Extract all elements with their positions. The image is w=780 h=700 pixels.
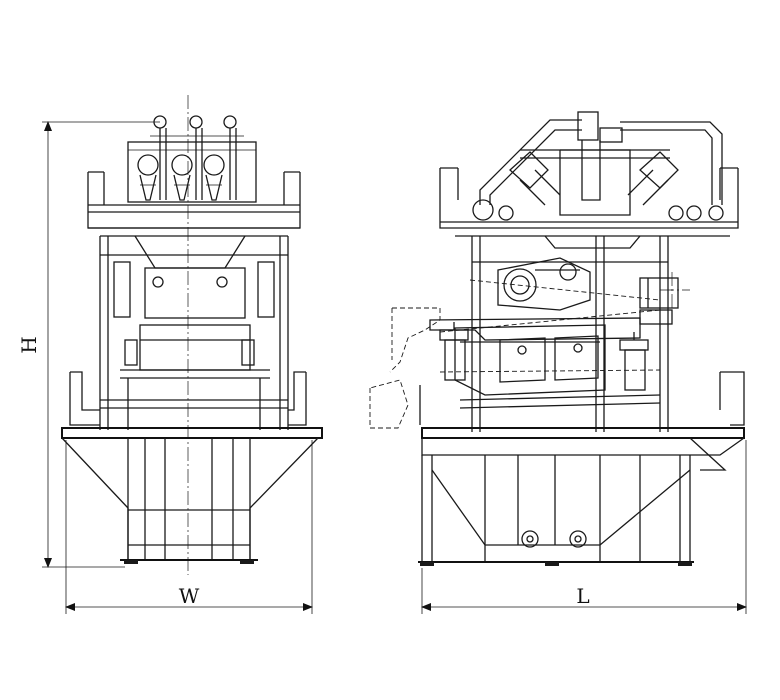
height-label: H xyxy=(17,336,41,353)
front-base-tank xyxy=(61,427,323,564)
front-frame xyxy=(99,235,289,430)
side-top-deck xyxy=(439,167,739,249)
side-columns xyxy=(471,236,669,432)
side-motor xyxy=(497,257,591,311)
width-label: W xyxy=(179,584,200,608)
dimension-lines xyxy=(42,121,747,614)
front-walkways xyxy=(69,371,307,426)
front-top-pipes xyxy=(150,115,244,200)
side-walkways xyxy=(419,371,745,426)
side-tilt-outline xyxy=(369,279,661,429)
length-label: L xyxy=(576,584,589,608)
front-view xyxy=(61,95,323,575)
side-base-tank xyxy=(418,427,745,566)
side-spring-supports xyxy=(439,322,649,391)
side-right-bracket xyxy=(639,272,690,325)
side-view xyxy=(369,111,745,566)
front-top-deck xyxy=(87,171,301,237)
front-hydrocyclones xyxy=(127,141,257,203)
side-top-manifold xyxy=(472,111,724,221)
